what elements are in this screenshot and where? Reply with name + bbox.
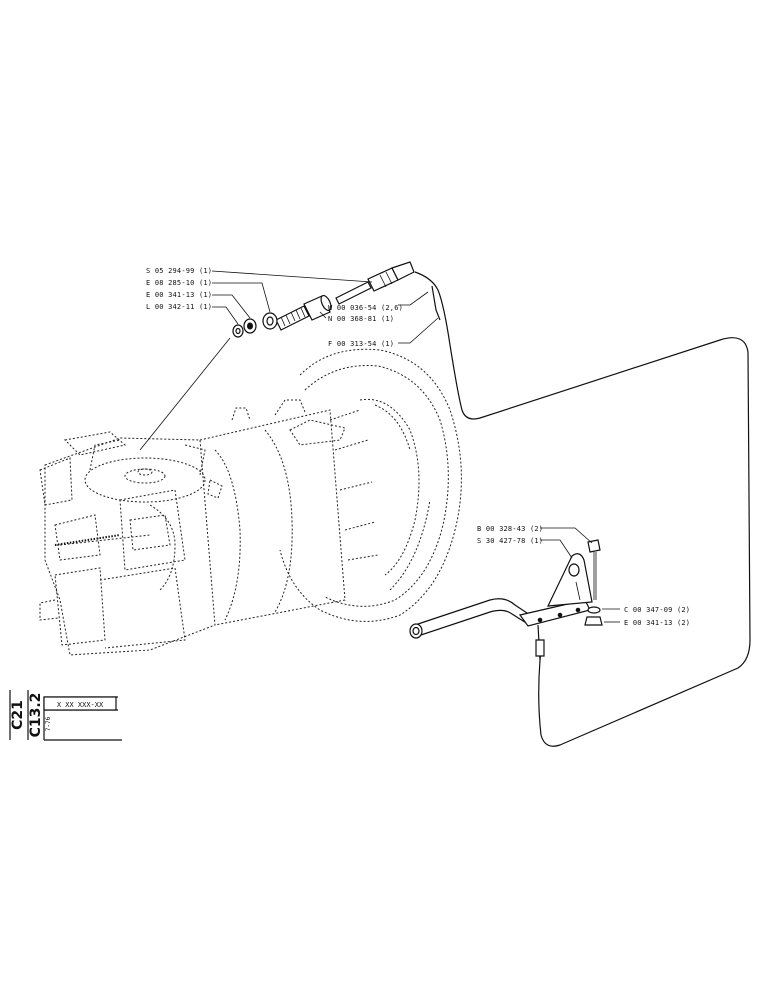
label-s30: S 30 427-78 (1) bbox=[477, 537, 543, 545]
lower-leader-lines bbox=[540, 527, 620, 623]
code-main: C21 bbox=[10, 700, 26, 730]
label-e00-bottom: E 00 341-13 (2) bbox=[624, 619, 690, 627]
gearbox-housing-drawing bbox=[39, 348, 462, 656]
serial-number: X XX XXX-XX bbox=[57, 701, 104, 709]
label-w00: W 00 036-54 (2,6) bbox=[328, 304, 403, 312]
upper-leader-lines bbox=[139, 270, 439, 451]
label-b00: B 00 328-43 (2) bbox=[477, 525, 543, 533]
label-n00: N 00 368-81 (1) bbox=[328, 315, 394, 323]
label-e00-top: E 00 341-13 (1) bbox=[146, 291, 212, 299]
label-c00: C 00 347-09 (2) bbox=[624, 606, 690, 614]
label-f00: F 00 313-54 (1) bbox=[328, 340, 394, 348]
label-l00: L 00 342-11 (1) bbox=[146, 303, 212, 311]
code-sub: C13.2 bbox=[28, 693, 44, 738]
control-cable-drawing bbox=[414, 271, 751, 747]
part-labels: S 05 294-99 (1) E 08 285-10 (1) E 00 341… bbox=[146, 267, 690, 627]
label-s05: S 05 294-99 (1) bbox=[146, 267, 212, 275]
drawing-date: 7-76 bbox=[45, 716, 52, 731]
title-block: C21 C13.2 X XX XXX-XX 7-76 bbox=[9, 690, 122, 741]
cable-end-assembly bbox=[232, 261, 415, 338]
label-e08: E 08 285-10 (1) bbox=[146, 279, 212, 287]
pedal-lever-assembly bbox=[409, 539, 603, 661]
